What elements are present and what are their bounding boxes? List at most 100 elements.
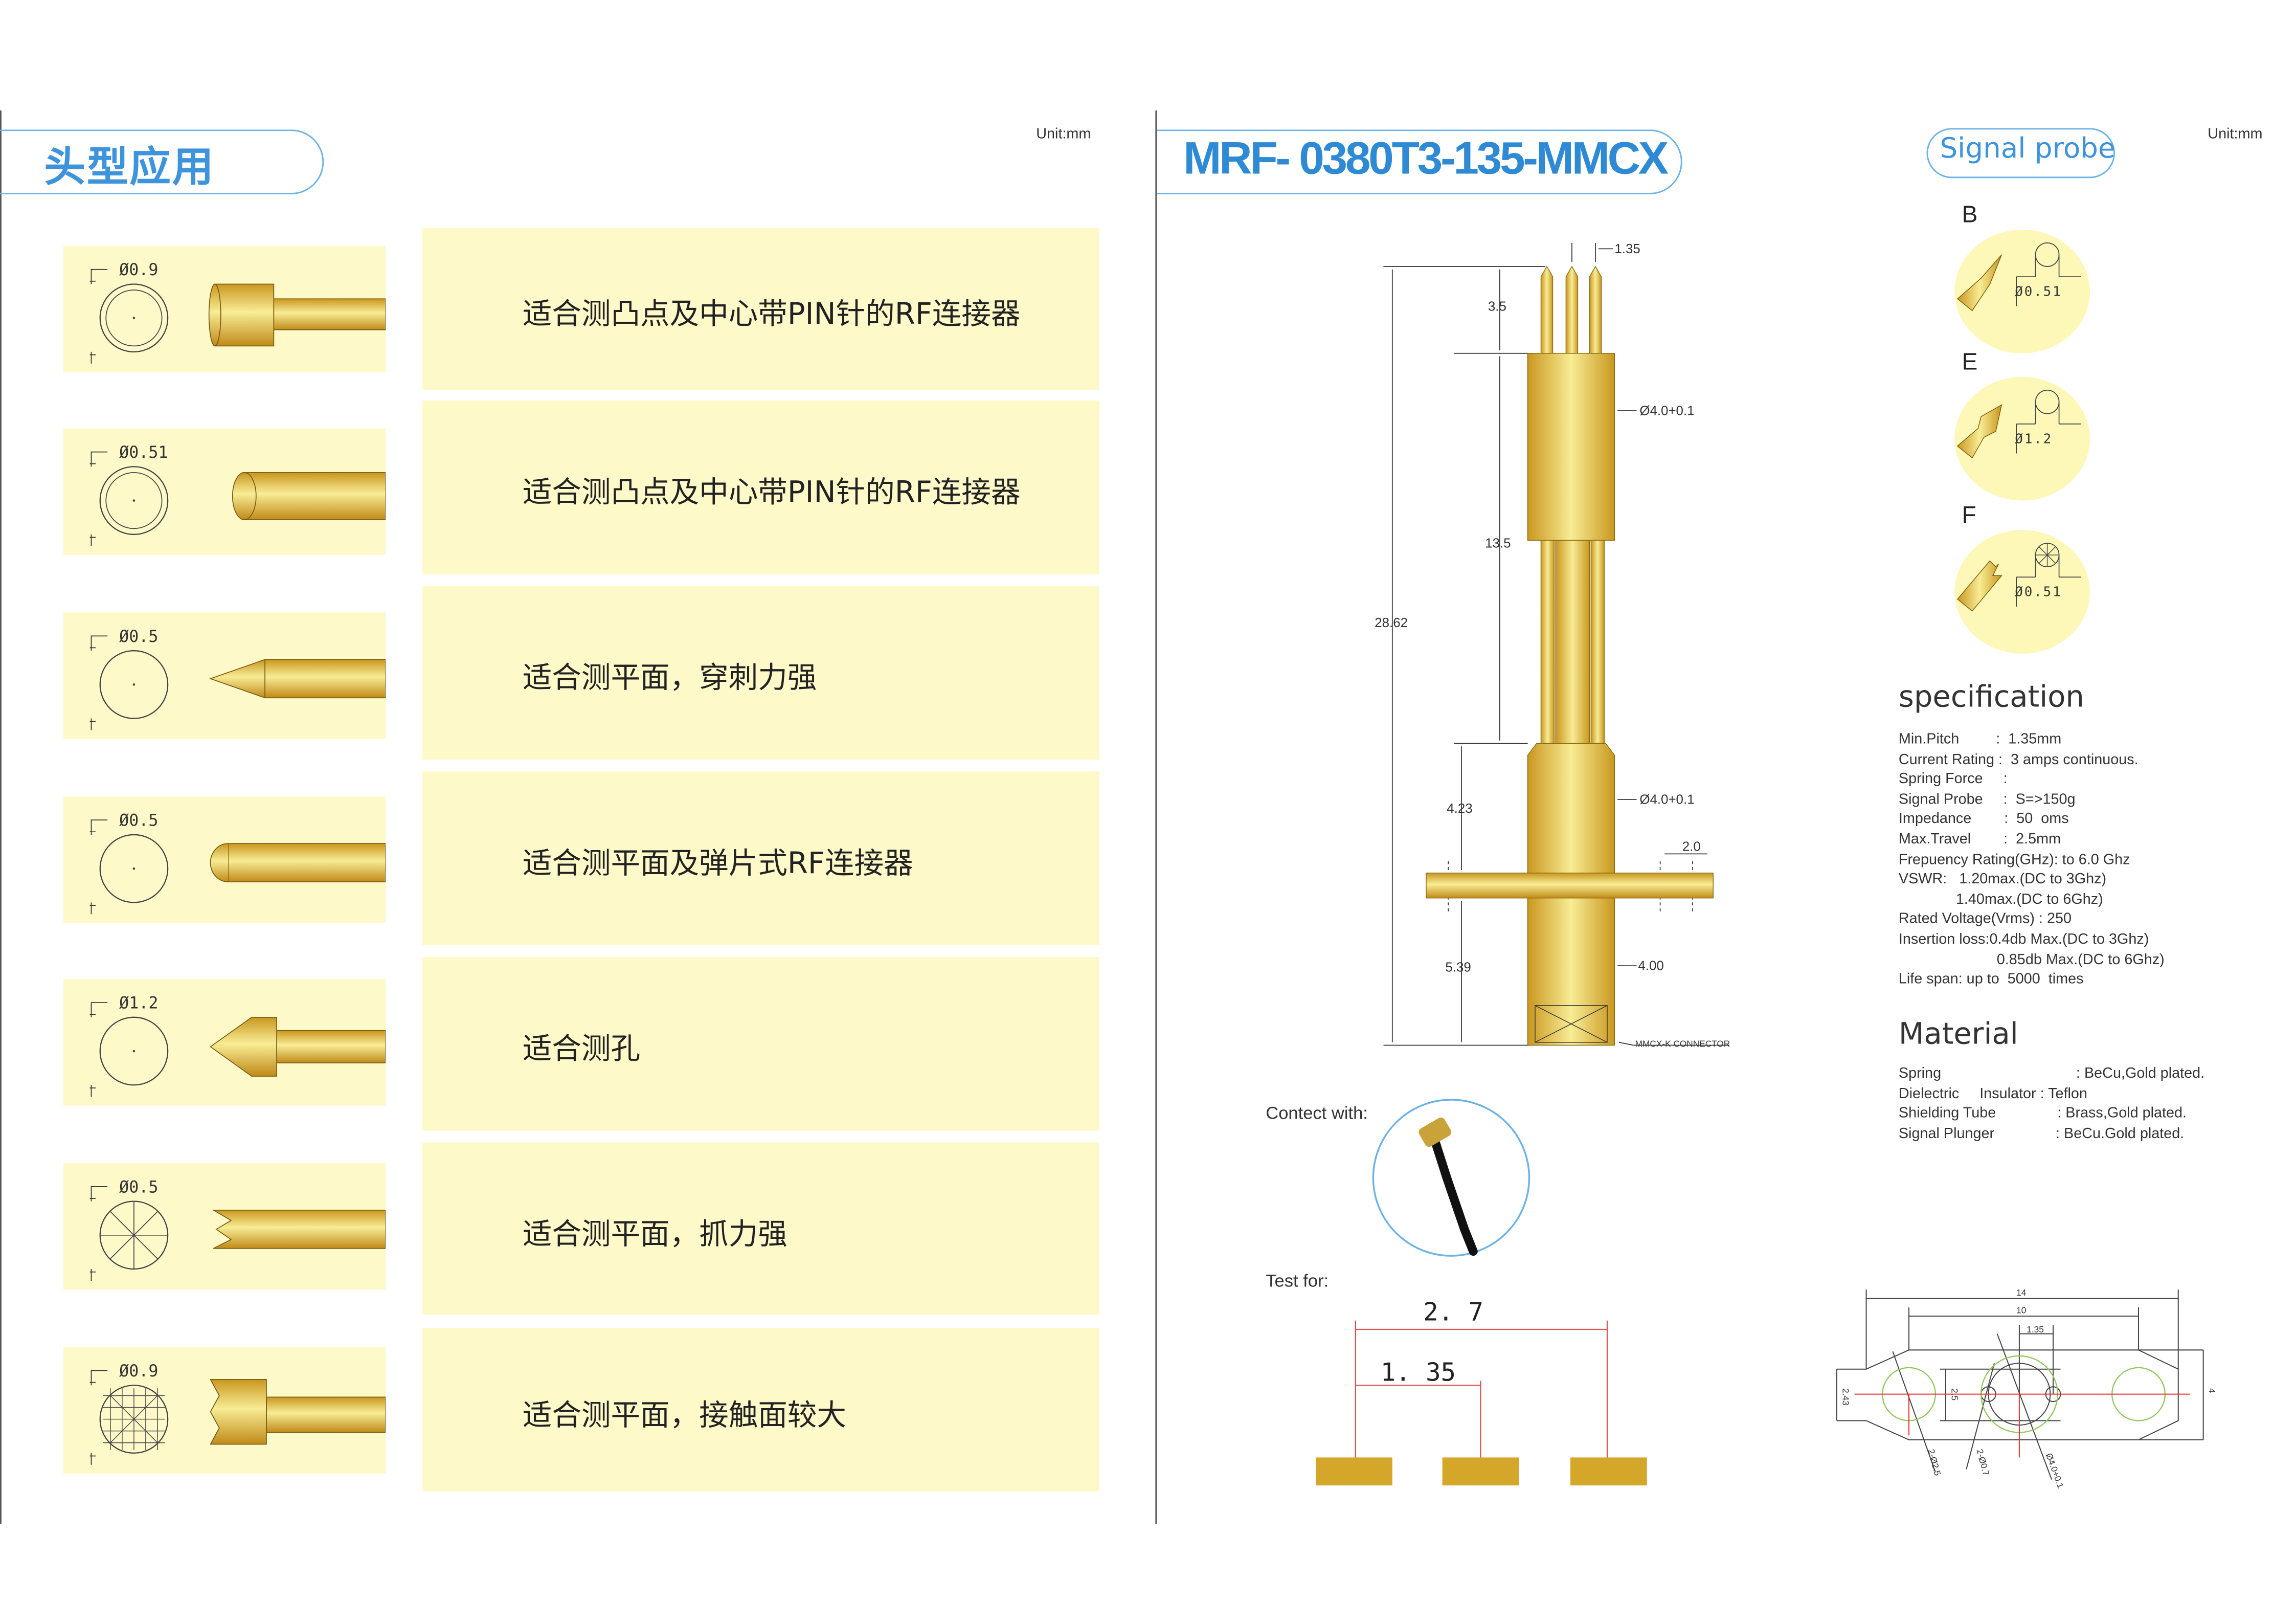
tip-image-ball: Ø0.5 [63, 796, 386, 923]
tip-description: 适合测凸点及中心带PIN针的RF连接器 [522, 474, 1021, 509]
tip-image-shoulder-cone: Ø1.2 [63, 979, 386, 1106]
spec-line: 0.85db Max.(DC to 6Ghz) [1898, 952, 2165, 968]
fp-dim-d3: Ø4.0+0.1 [2044, 1452, 2066, 1489]
dim-body-length: 13.5 [1485, 537, 1511, 551]
footprint-drawing: 14 10 1.35 2.43 2.5 4 2-Ø2.5 2-Ø0.7 Ø4.0… [1836, 1287, 2217, 1489]
tip-diameter: Ø0.9 [119, 1362, 159, 1381]
dim-flange: 2.0 [1682, 840, 1701, 854]
fp-dim-243: 2.43 [1841, 1388, 1851, 1406]
tip-end-view [99, 283, 169, 353]
tip-end-view [99, 650, 169, 719]
tip-description-panel: 适合测平面及弹片式RF连接器 [422, 771, 1100, 945]
test-dim-inner: 1. 35 [1381, 1358, 1456, 1387]
fp-dim-d1: 2-Ø2.5 [1926, 1448, 1943, 1477]
dim-tip-length: 3.5 [1488, 299, 1506, 314]
model-pill [1157, 129, 1682, 194]
probe-drawing: 1.35 3.5 13.5 28.62 Ø4.0+0.1 Ø4.0+0.1 2.… [1375, 242, 1730, 1049]
material-line: Signal Plunger : BeCu.Gold plated. [1898, 1126, 2185, 1142]
fp-dim-14: 14 [2016, 1287, 2027, 1298]
dim-lower-diameter: Ø4.0+0.1 [1639, 792, 1694, 807]
tip-end-view [99, 1016, 169, 1086]
tip-description-panel: 适合测孔 [422, 956, 1100, 1131]
tip-image-cone: Ø0.5 [63, 612, 386, 739]
spec-heading: specification [1898, 678, 2084, 714]
fp-dim-25: 2.5 [1949, 1388, 1960, 1400]
tip-description-panel: 适合测凸点及中心带PIN针的RF连接器 [422, 400, 1100, 574]
tip-description: 适合测凸点及中心带PIN针的RF连接器 [522, 296, 1021, 331]
dim-upper-diameter: Ø4.0+0.1 [1639, 404, 1694, 418]
signal-probe-pill [1926, 128, 2115, 179]
probe-diameter: Ø0.51 [2015, 285, 2062, 301]
test-pad [1570, 1457, 1647, 1486]
probe-diameter: Ø1.2 [2015, 433, 2053, 448]
dim-total-length: 28.62 [1375, 616, 1408, 630]
title-pill [0, 129, 324, 194]
material-line: Spring : BeCu,Gold plated. [1898, 1065, 2205, 1082]
page-title: 头型应用 [44, 143, 215, 192]
spec-line: Insertion loss:0.4db Max.(DC to 3Ghz) [1898, 931, 2149, 948]
tip-diameter: Ø0.5 [119, 1177, 159, 1197]
tip-description: 适合测平面，接触面较大 [522, 1396, 846, 1432]
spec-line: Impedance : 50 oms [1898, 812, 2069, 828]
probe-tip-e [1951, 372, 2099, 515]
test-label: Test for: [1266, 1270, 1329, 1292]
spec-line: Current Rating : 3 amps continuous. [1898, 751, 2139, 768]
tip-image-flat: Ø0.51 [63, 428, 386, 555]
spec-line: Min.Pitch : 1.35mm [1898, 731, 2062, 748]
unit-label: Unit:mm [1036, 126, 1091, 143]
dim-pitch: 1.35 [1614, 242, 1640, 256]
tip-description: 适合测平面及弹片式RF连接器 [522, 845, 913, 881]
test-dim-outer: 2. 7 [1423, 1298, 1483, 1327]
spec-line: Spring Force : [1898, 771, 2008, 788]
probe-letter: E [1962, 350, 1978, 375]
probe-body [1426, 265, 1714, 1046]
tip-diameter: Ø1.2 [119, 993, 159, 1013]
test-pad-drawing: 2. 7 1. 35 [1316, 1298, 1647, 1486]
tip-description: 适合测平面，穿刺力强 [522, 659, 817, 695]
dim-h1: 4.23 [1447, 802, 1472, 816]
tip-image-crown: Ø0.5 [63, 1163, 386, 1290]
spec-line: Rated Voltage(Vrms) : 250 [1898, 911, 2072, 928]
tip-image-cup: Ø0.9 [63, 246, 386, 373]
dim-bottom-diameter: 4.00 [1638, 959, 1663, 973]
unit-label-right: Unit:mm [2208, 126, 2263, 143]
model-title: MRF- 0380T3-135-MMCX [1183, 132, 1669, 184]
tip-description-panel: 适合测平面，抓力强 [422, 1142, 1100, 1315]
test-pad [1442, 1457, 1519, 1486]
fp-dim-10: 10 [2016, 1305, 2026, 1315]
test-pad [1316, 1457, 1392, 1486]
tip-diameter: Ø0.5 [119, 811, 159, 831]
tip-diameter: Ø0.51 [119, 443, 168, 462]
tip-description-panel: 适合测凸点及中心带PIN针的RF连接器 [422, 228, 1100, 390]
spec-line: VSWR: 1.20max.(DC to 3Ghz) [1898, 872, 2107, 888]
tip-end-view [99, 466, 169, 535]
tip-description: 适合测平面，抓力强 [522, 1215, 787, 1251]
probe-letter: F [1962, 503, 1976, 529]
material-line: Shielding Tube : Brass,Gold plated. [1898, 1106, 2187, 1122]
fp-dim-pitch: 1.35 [2027, 1324, 2044, 1334]
tip-end-view [99, 1385, 169, 1454]
material-heading: Material [1898, 1015, 2018, 1052]
tip-description: 适合测孔 [522, 1030, 641, 1066]
probe-letter: B [1962, 203, 1978, 229]
fp-dim-d2: 2-Ø0.7 [1975, 1448, 1992, 1477]
tip-end-view [99, 834, 169, 903]
spec-line: Frepuency Rating(GHz): to 6.0 Ghz [1898, 852, 2130, 868]
signal-probe-label: Signal probe [1940, 132, 2115, 165]
tip-diameter: Ø0.9 [119, 260, 159, 280]
probe-tip-b [1951, 225, 2099, 368]
probe-diameter: Ø0.51 [2015, 586, 2062, 601]
spec-line: Max.Travel : 2.5mm [1898, 832, 2061, 848]
material-line: Dielectric Insulator : Teflon [1898, 1085, 2087, 1102]
tip-description-panel: 适合测平面，穿刺力强 [422, 586, 1100, 760]
fp-dim-4: 4 [2207, 1388, 2217, 1393]
dim-h2: 5.39 [1445, 961, 1471, 975]
spec-line: Signal Probe : S=>150g [1898, 791, 2076, 808]
spec-line: 1.40max.(DC to 6Ghz) [1898, 892, 2103, 908]
spec-line: Life span: up to 5000 times [1898, 972, 2084, 988]
mmcx-connector-image [1372, 1099, 1530, 1257]
probe-tip-f [1951, 526, 2099, 669]
page-divider [1155, 110, 1157, 1524]
tip-image-multi-crown: Ø0.9 [63, 1347, 386, 1474]
